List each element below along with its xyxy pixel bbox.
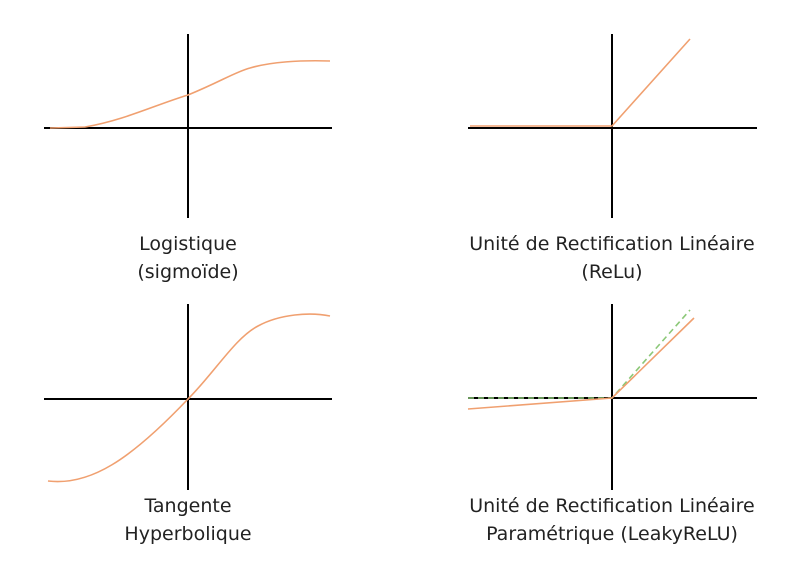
caption-leakyrelu-line1: Unité de Rectification Linéaire	[469, 495, 755, 517]
caption-leakyrelu-line2: Paramétrique (LeakyReLU)	[486, 523, 738, 545]
sigmoid-curve	[49, 59, 331, 129]
panel-tanh	[44, 304, 332, 490]
caption-relu-line2: (ReLu)	[581, 261, 643, 283]
leakyrelu-curve	[467, 317, 695, 410]
caption-tanh-line2: Hyperbolique	[124, 523, 252, 545]
caption-relu-line1: Unité de Rectification Linéaire	[469, 233, 755, 255]
caption-tanh-line1: Tangente	[144, 495, 232, 517]
caption-sigmoid-line2: (sigmoïde)	[137, 261, 239, 283]
panel-sigmoid	[44, 34, 332, 218]
relu-curve	[470, 38, 691, 127]
caption-relu: Unité de Rectification Linéaire (ReLu)	[452, 230, 772, 286]
caption-sigmoid: Logistique (sigmoïde)	[38, 230, 338, 286]
panel-relu	[468, 34, 757, 218]
tanh-curve	[47, 313, 331, 483]
caption-sigmoid-line1: Logistique	[139, 233, 237, 255]
panel-leakyrelu	[467, 304, 757, 490]
caption-leakyrelu: Unité de Rectification Linéaire Paramétr…	[452, 492, 772, 548]
caption-tanh: Tangente Hyperbolique	[38, 492, 338, 548]
